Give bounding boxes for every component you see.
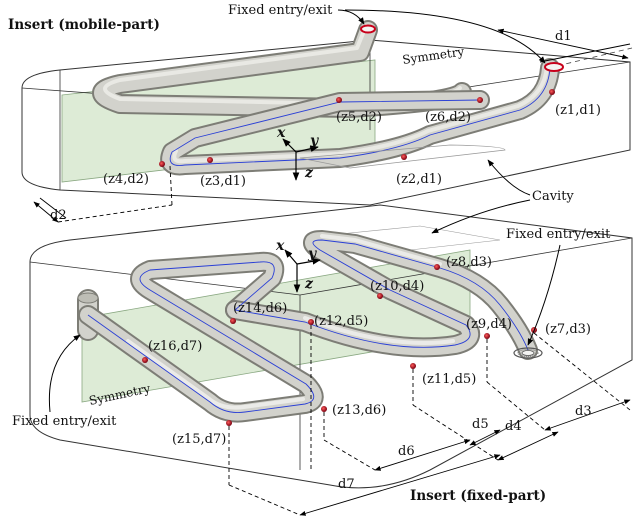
centerline-bottom: [87, 239, 529, 413]
label-p5: (z5,d2): [336, 110, 382, 125]
point-z3: [207, 157, 213, 163]
point-z15: [226, 420, 232, 426]
axis-x-top: x: [276, 125, 286, 141]
points-top: [159, 89, 555, 167]
point-z14: [230, 318, 236, 324]
point-z4: [159, 161, 165, 167]
label-p2: (z2,d1): [396, 172, 442, 187]
point-z5: [336, 97, 342, 103]
arrow-fixed-top-1: [337, 9, 365, 25]
label-p1: (z1,d1): [555, 103, 601, 118]
label-p15: (z15,d7): [172, 432, 226, 447]
arrow-cavity-2: [431, 199, 531, 234]
label-p11: (z11,d5): [422, 372, 476, 387]
symmetry-label-top: Symmetry: [401, 44, 465, 67]
top-box-outline: [21, 39, 631, 206]
label-p7: (z7,d3): [545, 322, 591, 337]
title-top: Insert (mobile-part): [8, 17, 160, 33]
point-z12: [308, 319, 314, 325]
cavity-label: Cavity: [532, 189, 574, 204]
arrow-fixed-left: [48, 334, 81, 413]
label-p6: (z6,d2): [425, 110, 471, 125]
point-z11: [410, 363, 416, 369]
fixed-entry-left-label: Fixed entry/exit: [12, 414, 117, 429]
label-p13: (z13,d6): [332, 403, 386, 418]
point-z9: [484, 333, 490, 339]
arrow-cavity-1: [487, 159, 531, 196]
axes-bottom: x y z: [275, 238, 321, 293]
fixed-entry-right-label: Fixed entry/exit: [506, 227, 611, 242]
label-p8: (z8,d3): [446, 255, 492, 270]
point-z16: [142, 357, 148, 363]
point-z2: [401, 154, 407, 160]
axes-top: x y z: [276, 125, 319, 181]
bottom-insert: x y z (z7,d3) (z8,d3) (z9,d4) (z10,d4) (…: [29, 204, 633, 516]
entry-ring-top-left: [360, 24, 376, 34]
cavity-outline-top: [299, 144, 506, 169]
axis-y-bottom: y: [307, 246, 317, 262]
points-bottom: [142, 264, 537, 426]
dim-d6: d6: [398, 444, 415, 459]
point-z13: [321, 406, 327, 412]
label-p10: (z10,d4): [370, 279, 424, 294]
callouts: Insert (mobile-part) Insert (fixed-part)…: [8, 3, 611, 504]
label-p16: (z16,d7): [148, 339, 202, 354]
dim-d7: d7: [338, 477, 355, 492]
point-z8: [434, 264, 440, 270]
axis-z-top: z: [304, 165, 314, 181]
point-z6: [477, 97, 483, 103]
arrow-fixed-right: [527, 244, 561, 346]
axis-x-bottom: x: [275, 238, 285, 254]
dimension-arrows: [299, 399, 631, 516]
point-z1: [549, 89, 555, 95]
title-bottom: Insert (fixed-part): [410, 488, 546, 504]
dim-d3: d3: [575, 404, 592, 419]
top-insert: x y z (z1,d1) (z2,d1) (z3,d1) (z4,d2) (z…: [21, 20, 633, 223]
label-p14: (z14,d6): [233, 301, 287, 316]
arrow-fixed-top-2: [344, 9, 546, 64]
label-p9: (z9,d4): [466, 317, 512, 332]
axis-z-bottom: z: [304, 276, 314, 292]
dim-d2: d2: [50, 208, 67, 223]
dim-d1: d1: [555, 29, 572, 44]
entry-ring-top-right: [544, 62, 564, 72]
point-z10: [377, 293, 383, 299]
projection-lines: [228, 325, 631, 516]
entry-ring-bottom-right: [513, 347, 543, 359]
label-p12: (z12,d5): [314, 314, 368, 329]
label-p4: (z4,d2): [103, 172, 149, 187]
dim-d4: d4: [505, 419, 522, 434]
label-p3: (z3,d1): [200, 174, 246, 189]
dim-d5: d5: [472, 417, 489, 432]
fixed-entry-top-label: Fixed entry/exit: [228, 3, 333, 18]
axis-y-top: y: [309, 133, 319, 149]
